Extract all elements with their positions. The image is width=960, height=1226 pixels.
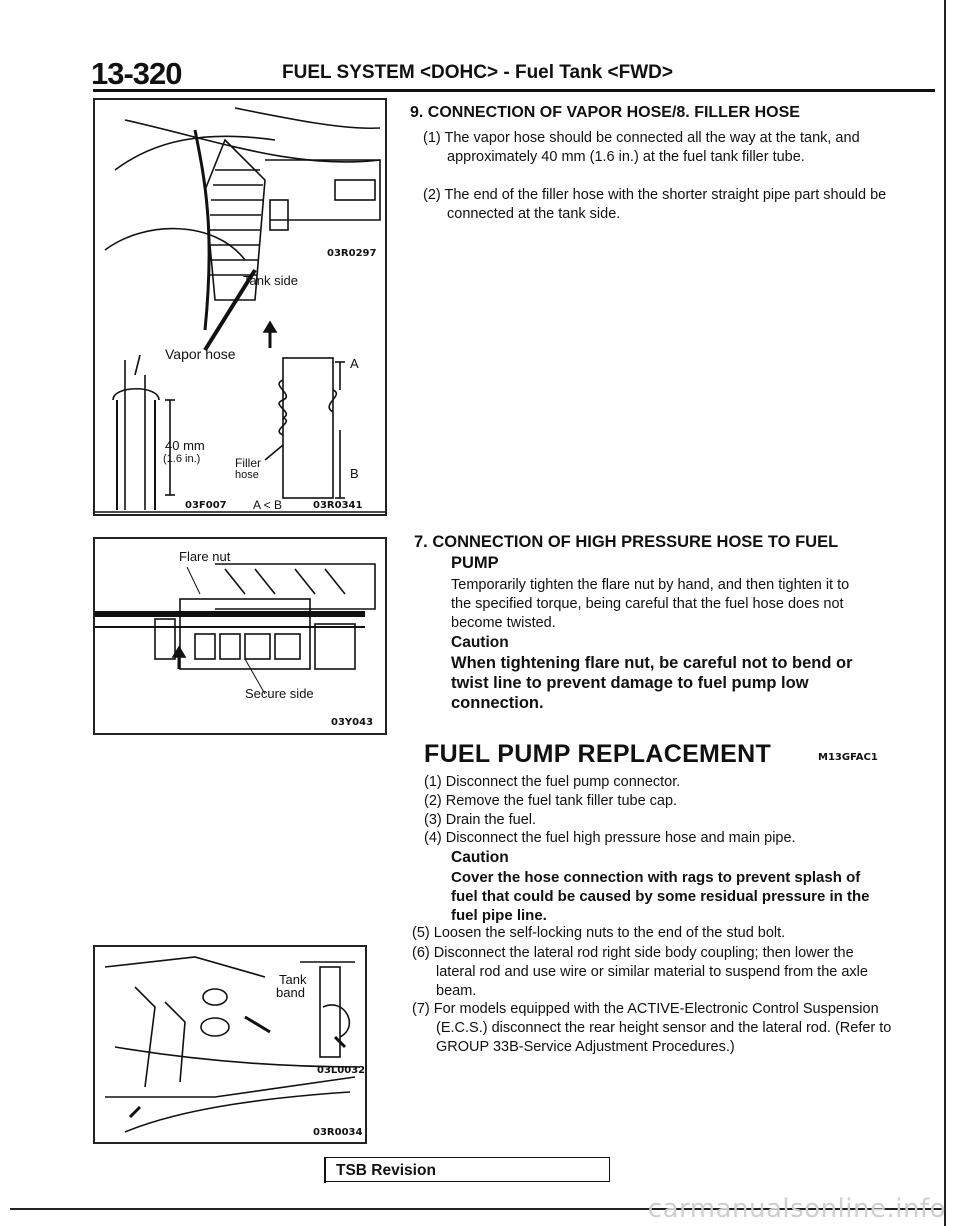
section-7-caution-text: When tightening flare nut, be careful no… — [451, 654, 853, 712]
section-7-caution-label: Caution — [451, 634, 509, 651]
section-9-item-1: (1) The vapor hose should be connected a… — [423, 130, 860, 165]
label-flare-nut: Flare nut — [179, 549, 231, 564]
tank-band-illustration — [104, 956, 361, 1133]
replacement-caution-text: Cover the hose connection with rags to p… — [451, 869, 870, 924]
figure-code-top: 03R0297 — [327, 248, 377, 259]
footer-rule — [10, 1208, 946, 1210]
page-edge-line — [944, 0, 946, 1226]
label-b: B — [350, 466, 359, 481]
flare-nut-illustration — [95, 563, 376, 695]
label-tank: Tank — [279, 972, 307, 987]
label-filler: Filler — [235, 456, 261, 470]
figure-vapor-filler-hose: 03R0297 Tank side Vapor hose 40 mm (1.6 … — [93, 98, 387, 516]
label-secure-side: Secure side — [245, 686, 314, 701]
figure-tank-band: Tank band 03L0032 03R0034 — [93, 945, 367, 1144]
figure-code-fig3a: 03L0032 — [317, 1065, 366, 1076]
replacement-heading: FUEL PUMP REPLACEMENT — [424, 740, 772, 768]
figure-code-fig3b: 03R0034 — [313, 1127, 363, 1138]
section-7-title-line1: 7. CONNECTION OF HIGH PRESSURE HOSE TO F… — [414, 533, 839, 551]
replacement-step-5: (5) Loosen the self-locking nuts to the … — [412, 925, 786, 941]
label-dim-in: (1.6 in.) — [163, 453, 201, 465]
label-vapor-hose: Vapor hose — [165, 346, 236, 362]
label-band: band — [276, 985, 305, 1000]
label-a: A — [350, 356, 359, 371]
header-rule — [93, 89, 935, 92]
section-7-title-line2: PUMP — [451, 554, 499, 572]
replacement-step-6: (6) Disconnect the lateral rod right sid… — [412, 945, 868, 999]
replacement-step-3: (3) Drain the fuel. — [424, 812, 537, 828]
label-a-less-b: A < B — [253, 498, 283, 512]
section-9-title: 9. CONNECTION OF VAPOR HOSE/8. FILLER HO… — [410, 104, 800, 121]
section-9-item-2: (2) The end of the filler hose with the … — [423, 187, 887, 222]
page-number: 13-320 — [91, 56, 183, 91]
tsb-box-left — [324, 1157, 326, 1183]
replacement-caution-label: Caution — [451, 849, 509, 866]
replacement-step-7: (7) For models equipped with the ACTIVE-… — [412, 1001, 892, 1055]
hose-illustration — [95, 107, 385, 513]
section-7-body: Temporarily tighten the flare nut by han… — [451, 577, 850, 631]
label-dim-mm: 40 mm — [165, 438, 205, 453]
label-tank-side: Tank side — [243, 273, 298, 288]
replacement-code: M13GFAC1 — [818, 752, 878, 763]
watermark: carmanualsonline.info — [647, 1194, 946, 1224]
replacement-step-4: (4) Disconnect the fuel high pressure ho… — [424, 830, 796, 846]
figure-flare-nut: Flare nut Secure side 03Y043 — [93, 537, 387, 735]
label-hose: hose — [235, 469, 259, 481]
figure-code-fig2: 03Y043 — [331, 717, 374, 728]
figure-code-left: 03F007 — [185, 500, 227, 511]
running-title: FUEL SYSTEM <DOHC> - Fuel Tank <FWD> — [282, 62, 673, 83]
replacement-step-1: (1) Disconnect the fuel pump connector. — [424, 774, 681, 790]
replacement-step-2: (2) Remove the fuel tank filler tube cap… — [424, 793, 678, 809]
figure-code-right: 03R0341 — [313, 500, 363, 511]
tsb-revision-box: TSB Revision — [324, 1157, 610, 1182]
